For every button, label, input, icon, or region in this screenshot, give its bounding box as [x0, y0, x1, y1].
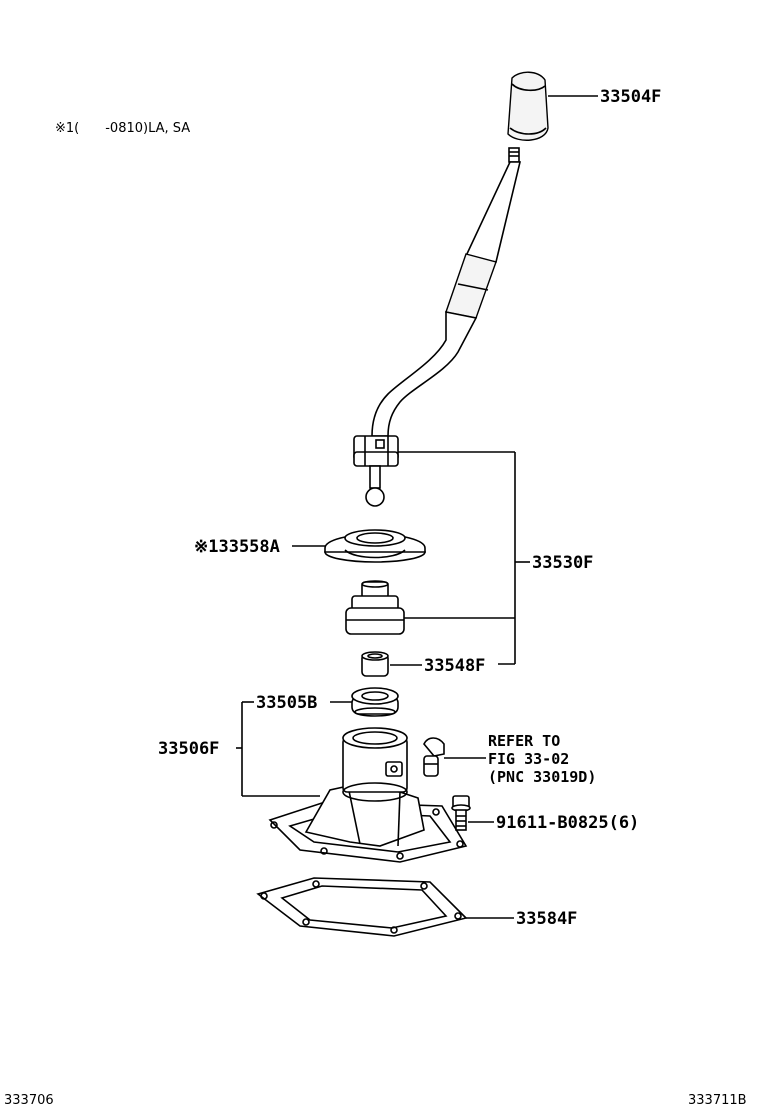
bushing[interactable] [361, 651, 389, 677]
reference-line-1[interactable]: REFER TO [488, 732, 560, 750]
lever-seat[interactable] [324, 529, 426, 563]
applicability-note: ※1( -0810)LA, SA [55, 121, 190, 136]
part-label-seat[interactable]: ※133558A [194, 537, 280, 557]
bracket-lever-assy [398, 451, 530, 665]
shift-lever[interactable] [353, 147, 522, 507]
part-label-bushing[interactable]: 33548F [424, 656, 485, 676]
part-label-bolt[interactable]: 91611-B0825(6) [496, 813, 639, 833]
part-label-knob[interactable]: 33504F [600, 87, 661, 107]
breather-fitting[interactable] [423, 737, 445, 777]
gasket[interactable] [256, 877, 468, 937]
part-label-lever-assy[interactable]: 33530F [532, 553, 593, 573]
bracket-housing [236, 701, 320, 797]
part-label-gasket[interactable]: 33584F [516, 909, 577, 929]
reference-line-3[interactable]: (PNC 33019D) [488, 768, 596, 786]
footer-right-code: 333711B [688, 1093, 747, 1108]
shift-knob[interactable] [507, 71, 549, 141]
bolt[interactable] [451, 795, 471, 831]
part-label-retainer[interactable]: 33505B [256, 693, 317, 713]
footer-left-code: 333706 [4, 1093, 54, 1108]
part-label-housing[interactable]: 33506F [158, 739, 219, 759]
shift-housing[interactable] [268, 727, 468, 863]
rubber-boot[interactable] [345, 580, 405, 635]
reference-line-2[interactable]: FIG 33-02 [488, 750, 569, 768]
retainer[interactable] [351, 687, 399, 717]
